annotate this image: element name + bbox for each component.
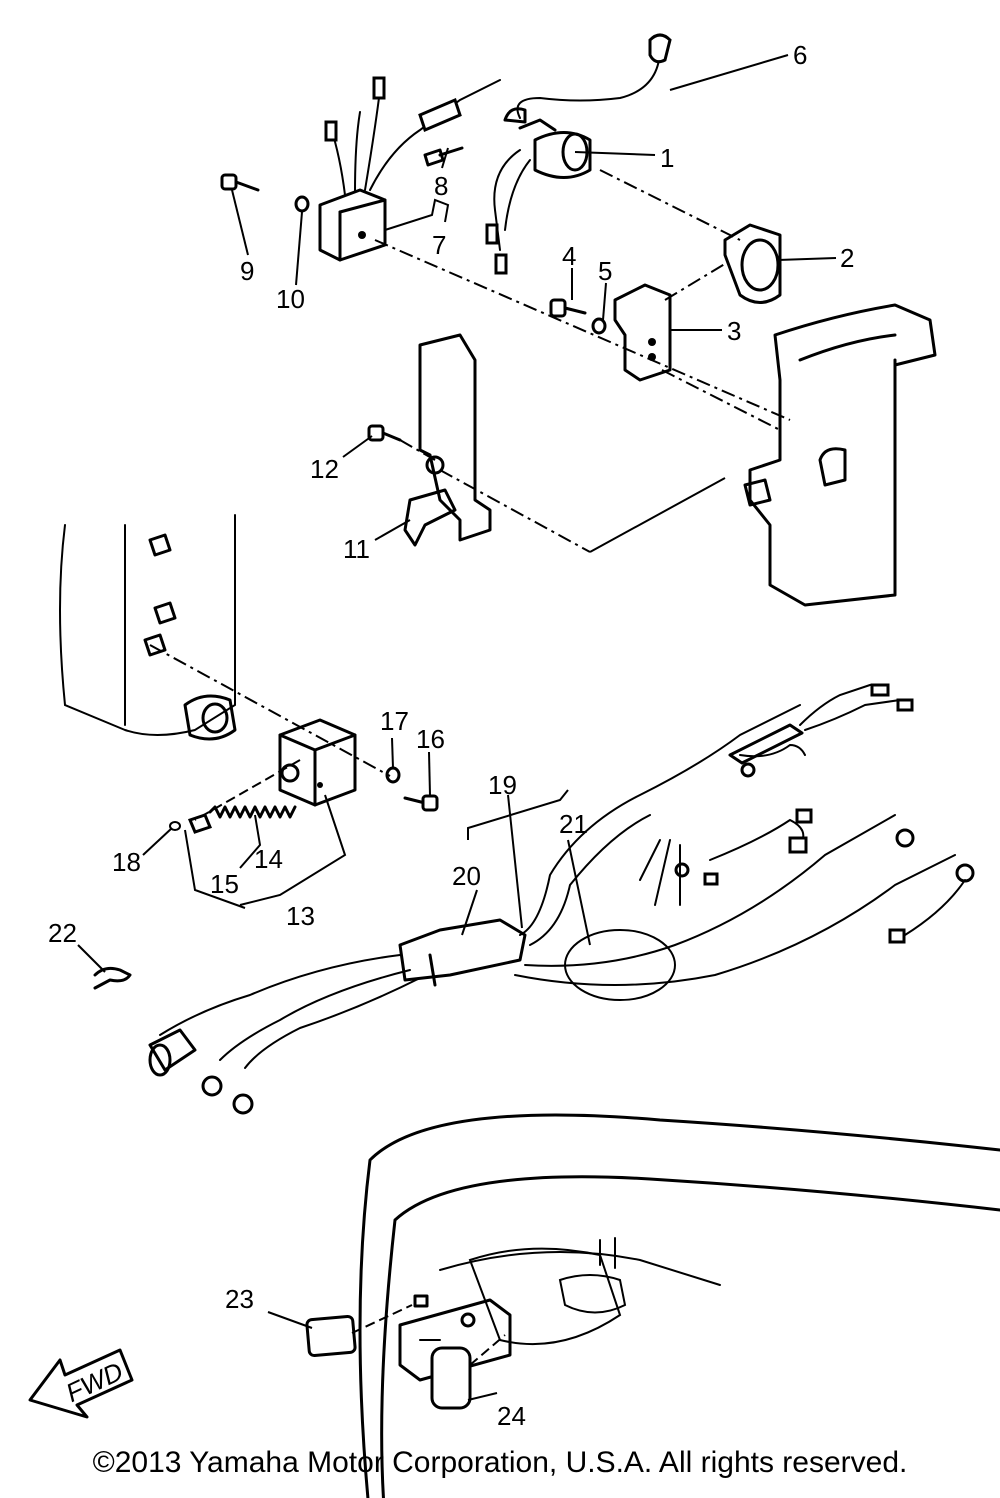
callout-12: 12 — [310, 454, 339, 484]
callout-13: 13 — [286, 901, 315, 931]
bolt-16 — [403, 794, 439, 812]
callout-18: 18 — [112, 847, 141, 877]
callout-9: 9 — [240, 256, 254, 286]
callout-10: 10 — [276, 284, 305, 314]
bolt-8 — [423, 146, 464, 167]
clip-22 — [93, 966, 132, 990]
spring — [208, 805, 297, 819]
washer-5 — [591, 317, 607, 335]
callout-17: 17 — [380, 706, 409, 736]
callout-19: 19 — [488, 770, 517, 800]
callout-24: 24 — [497, 1401, 526, 1431]
callout-7: 7 — [432, 230, 446, 260]
cover-24 — [430, 1346, 472, 1410]
bolt-9 — [220, 173, 260, 192]
solenoid — [278, 718, 357, 807]
bolt-4 — [549, 298, 587, 318]
lead-wire — [503, 33, 672, 124]
assembly-lines-upper — [374, 169, 791, 553]
bracket — [613, 283, 672, 382]
callout-5: 5 — [598, 256, 612, 286]
engine-block — [59, 514, 237, 741]
callout-3: 3 — [727, 316, 741, 346]
screw-12 — [367, 424, 402, 442]
fwd-direction-arrow: FWD — [28, 1348, 134, 1419]
stay-bracket — [403, 333, 492, 547]
callout-15: 15 — [210, 869, 239, 899]
electrical-housing — [743, 303, 937, 607]
callout-23: 23 — [225, 1284, 254, 1314]
relay-holder — [723, 223, 782, 304]
regulator-box — [318, 76, 501, 262]
wire-harness — [148, 683, 975, 1115]
fwd-label: FWD — [61, 1356, 127, 1408]
callout-4: 4 — [562, 241, 576, 271]
callout-11: 11 — [343, 534, 370, 564]
copyright-notice: ©2013 Yamaha Motor Corporation, U.S.A. A… — [92, 1446, 908, 1479]
callout-6: 6 — [793, 40, 807, 70]
washer-10 — [294, 195, 310, 213]
callout-22: 22 — [48, 918, 77, 948]
ring-18 — [169, 821, 181, 831]
bottom-cowling — [358, 1113, 1000, 1498]
callout-14: 14 — [254, 844, 283, 874]
callout-leaders — [77, 54, 837, 1401]
plunger — [187, 813, 213, 834]
callout-21: 21 — [559, 809, 588, 839]
callout-1: 1 — [660, 143, 674, 173]
grommet-23 — [305, 1314, 357, 1358]
callout-2: 2 — [840, 243, 854, 273]
callout-16: 16 — [416, 724, 445, 754]
assembly-line-solenoid — [149, 644, 391, 777]
starter-relay — [485, 118, 592, 275]
callout-8: 8 — [434, 171, 448, 201]
callout-20: 20 — [452, 861, 481, 891]
